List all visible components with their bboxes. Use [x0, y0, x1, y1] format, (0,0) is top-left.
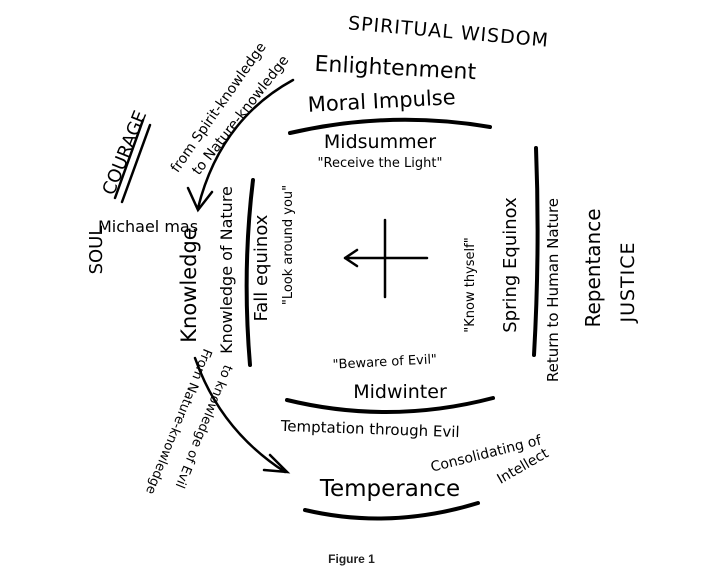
soul-label: SOUL: [86, 226, 107, 275]
spiritual-wisdom-label: SPIRITUAL WISDOM: [347, 12, 550, 51]
courage-underline: [113, 118, 152, 204]
midsummer-label: Midsummer: [324, 131, 436, 153]
midwinter-label: Midwinter: [353, 381, 447, 403]
knowledge-of-nature-label: Knowledge of Nature: [217, 186, 236, 354]
lower-arrow: [193, 356, 291, 474]
temperance-label: Temperance: [319, 476, 460, 502]
knowledge-label: Knowledge: [177, 227, 201, 342]
repentance-label: Repentance: [581, 208, 605, 327]
michaelmas-label: Michael mas: [98, 217, 198, 236]
receive-light-motto: "Receive the Light": [318, 156, 443, 171]
temperance-arc: [303, 501, 480, 521]
know-thyself-motto: "Know thyself": [463, 237, 478, 332]
cross-icon: [343, 218, 429, 299]
fall-arc: [244, 178, 255, 367]
fall-equinox-label: Fall equinox: [251, 214, 272, 321]
beware-of-evil-motto: "Beware of Evil": [332, 352, 437, 372]
spring-arc: [532, 146, 540, 357]
spring-equinox-label: Spring Equinox: [500, 197, 521, 333]
upper-arrow: [186, 78, 295, 213]
justice-label: JUSTICE: [617, 241, 639, 323]
figure-caption: Figure 1: [328, 552, 375, 566]
midsummer-arc: [288, 117, 492, 135]
return-to-human-nature-label: Return to Human Nature: [544, 198, 562, 382]
look-around-you-motto: "Look around you": [281, 185, 296, 305]
midwinter-arc: [285, 396, 495, 415]
temptation-label: Temptation through Evil: [279, 417, 459, 441]
enlightenment-label: Enlightenment: [314, 52, 477, 85]
moral-impulse-label: Moral Impulse: [307, 85, 456, 117]
courage-label: COURAGE: [98, 108, 151, 198]
